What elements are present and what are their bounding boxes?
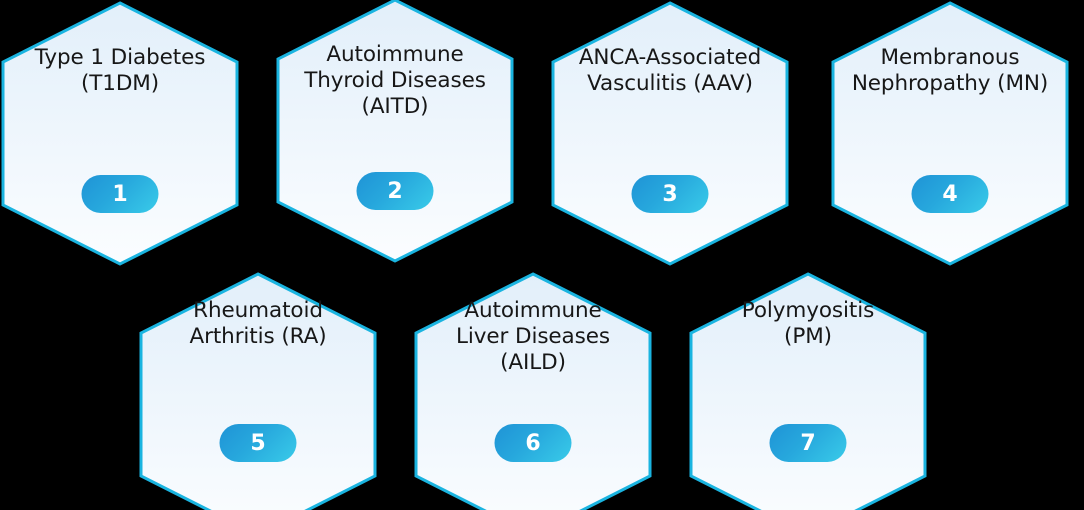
hex-badge-1[interactable]: 1 — [81, 175, 159, 213]
hex-label-2: Autoimmune Thyroid Diseases (AITD) — [304, 42, 486, 119]
hex-badge-7[interactable]: 7 — [769, 424, 847, 462]
hex-label-6: Autoimmune Liver Diseases (AILD) — [456, 298, 610, 375]
hex-label-5: Rheumatoid Arthritis (RA) — [189, 298, 327, 349]
hex-node-5[interactable]: Rheumatoid Arthritis (RA) 5 — [139, 272, 377, 510]
hex-label-3: ANCA-Associated Vasculitis (AAV) — [578, 45, 762, 96]
hexagon-shape-icon — [689, 272, 927, 510]
hex-label-1: Type 1 Diabetes (T1DM) — [34, 45, 206, 96]
hex-node-3[interactable]: ANCA-Associated Vasculitis (AAV) 3 — [551, 1, 789, 266]
hexagon-shape-icon — [414, 272, 652, 510]
hexagon-shape-icon — [831, 1, 1069, 266]
hex-node-4[interactable]: Membranous Nephropathy (MN) 4 — [831, 1, 1069, 266]
hex-label-7: Polymyositis (PM) — [741, 298, 875, 349]
hex-node-1[interactable]: Type 1 Diabetes (T1DM) 1 — [1, 1, 239, 266]
hex-badge-5[interactable]: 5 — [219, 424, 297, 462]
hexagon-shape-icon — [276, 0, 514, 263]
hex-badge-3[interactable]: 3 — [631, 175, 709, 213]
hexagon-shape-icon — [139, 272, 377, 510]
hex-badge-2[interactable]: 2 — [356, 172, 434, 210]
hex-node-6[interactable]: Autoimmune Liver Diseases (AILD) 6 — [414, 272, 652, 510]
hexagon-shape-icon — [551, 1, 789, 266]
hex-badge-6[interactable]: 6 — [494, 424, 572, 462]
hex-node-2[interactable]: Autoimmune Thyroid Diseases (AITD) 2 — [276, 0, 514, 263]
hex-node-7[interactable]: Polymyositis (PM) 7 — [689, 272, 927, 510]
hex-badge-4[interactable]: 4 — [911, 175, 989, 213]
hexagon-shape-icon — [1, 1, 239, 266]
hex-label-4: Membranous Nephropathy (MN) — [851, 45, 1049, 96]
